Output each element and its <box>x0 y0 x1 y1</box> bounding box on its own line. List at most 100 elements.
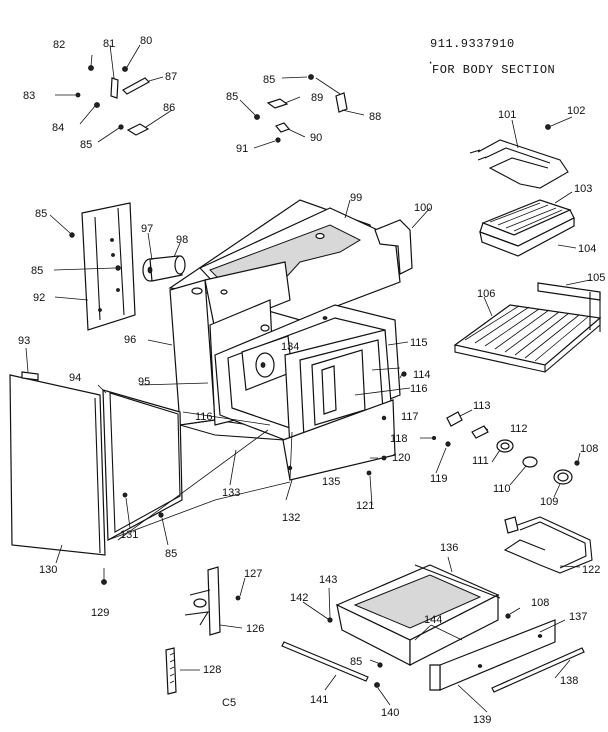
screw-142 <box>327 617 333 623</box>
callout-99: 99 <box>350 192 362 204</box>
callout-128: 128 <box>203 664 221 676</box>
callout-118: 118 <box>390 433 408 445</box>
callout-85a: 85 <box>80 139 92 151</box>
callout-110: 110 <box>493 483 511 495</box>
callout-89: 89 <box>311 92 323 104</box>
callout-100: 100 <box>414 202 432 214</box>
screw-83 <box>75 92 81 98</box>
screw-108a <box>574 460 580 466</box>
callout-141: 141 <box>310 694 328 706</box>
top-middle-parts <box>239 74 365 149</box>
callout-132: 132 <box>282 512 300 524</box>
callout-85b: 85 <box>263 74 275 86</box>
callout-90: 90 <box>310 132 322 144</box>
callout-108b: 108 <box>531 597 549 609</box>
screw-131 <box>122 492 128 498</box>
broil-element <box>469 116 573 189</box>
bracket-81 <box>110 77 119 99</box>
callout-111: 111 <box>472 455 489 467</box>
section-title: FOR BODY SECTION <box>432 63 555 77</box>
model-number: 911.9337910 <box>430 37 515 51</box>
igniter-parts <box>366 371 581 506</box>
screw-102 <box>545 124 551 130</box>
door-frame-132 <box>282 399 396 501</box>
spring-128 <box>165 647 177 695</box>
callout-106: 106 <box>477 288 495 300</box>
callout-96: 96 <box>124 334 136 346</box>
callout-113: 113 <box>473 400 491 412</box>
callout-121: 121 <box>356 500 374 512</box>
control-bracket-parts <box>55 44 173 143</box>
screw-85e <box>115 265 121 271</box>
callout-98: 98 <box>176 234 188 246</box>
callout-86: 86 <box>163 102 175 114</box>
screw-91 <box>275 137 281 143</box>
clip-90 <box>274 122 291 133</box>
title-dash: · <box>427 56 435 70</box>
screw-85b <box>308 74 314 80</box>
callout-116b: 116 <box>195 411 213 423</box>
screw-121 <box>366 470 372 476</box>
callout-143: 143 <box>319 574 337 586</box>
callout-135: 135 <box>322 476 340 488</box>
callout-85d: 85 <box>35 208 47 220</box>
callout-120: 120 <box>392 452 410 464</box>
clip-87 <box>122 77 150 95</box>
callout-130: 130 <box>39 564 57 576</box>
callout-85g: 85 <box>350 656 362 668</box>
callout-84: 84 <box>52 122 64 134</box>
oven-rack <box>453 279 602 373</box>
callout-97: 97 <box>141 223 153 235</box>
door-liner-94 <box>97 382 291 541</box>
callout-108a: 108 <box>580 443 598 455</box>
callout-80: 80 <box>140 35 152 47</box>
callout-138: 138 <box>560 675 578 687</box>
callout-134: 134 <box>281 341 299 353</box>
callout-116a: 116 <box>410 383 428 395</box>
side-panel-92 <box>49 202 136 331</box>
callout-85f: 85 <box>165 548 177 560</box>
callout-139: 139 <box>473 714 491 726</box>
screw-85c <box>254 114 260 120</box>
screw-108b <box>505 613 511 619</box>
callout-85e: 85 <box>31 265 43 277</box>
callout-82: 82 <box>53 39 65 51</box>
screw-80 <box>122 66 128 72</box>
drawer-panel-139 <box>281 619 585 713</box>
screw-114 <box>401 371 407 377</box>
callout-115: 115 <box>410 337 428 349</box>
screw-85d <box>69 232 75 238</box>
storage-drawer <box>302 556 521 666</box>
callout-127: 127 <box>244 568 262 580</box>
grommet-110 <box>522 456 538 468</box>
callout-136: 136 <box>440 542 458 554</box>
clip-86 <box>126 123 150 136</box>
screw-140 <box>374 682 380 688</box>
callout-144: 144 <box>424 614 442 626</box>
callout-131: 131 <box>120 529 138 541</box>
callout-93: 93 <box>18 335 30 347</box>
callout-114: 114 <box>413 369 431 381</box>
callout-92: 92 <box>33 292 45 304</box>
screw-120 <box>381 455 387 461</box>
rail-138 <box>491 647 585 693</box>
callout-112: 112 <box>510 423 528 435</box>
outer-door-130 <box>9 347 107 585</box>
callout-95: 95 <box>138 376 150 388</box>
bake-element-122 <box>503 516 593 574</box>
callout-101: 101 <box>498 109 516 121</box>
screw-85a <box>118 124 124 130</box>
callout-137: 137 <box>569 611 587 623</box>
bracket-88 <box>335 92 348 113</box>
broiler-pan <box>479 191 577 257</box>
callout-88: 88 <box>369 111 381 123</box>
screw-119 <box>445 441 451 447</box>
callout-103: 103 <box>574 183 592 195</box>
rail-141 <box>281 641 369 682</box>
callout-81: 81 <box>103 38 115 50</box>
callout-142: 142 <box>290 592 308 604</box>
screw-85g <box>377 662 383 668</box>
callout-83: 83 <box>23 90 35 102</box>
